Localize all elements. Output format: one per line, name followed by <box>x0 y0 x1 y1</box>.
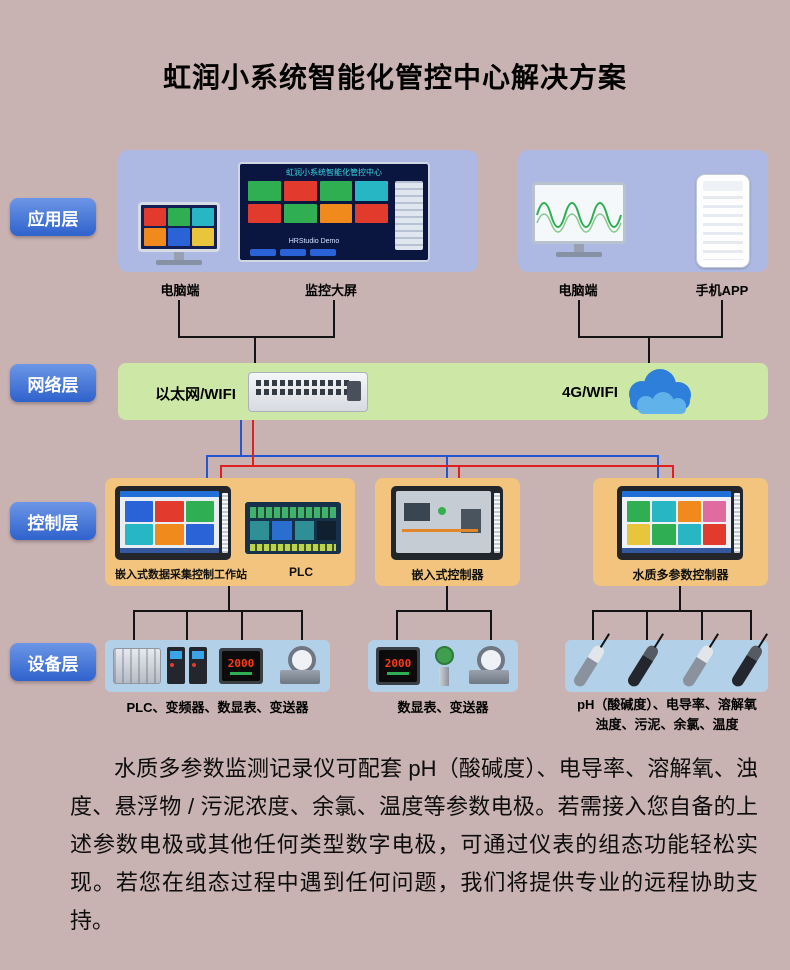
connector-line <box>396 610 492 612</box>
page-title: 虹润小系统智能化管控中心解决方案 <box>162 62 627 93</box>
device-box-plc-drives-meters: 2000 <box>105 640 330 692</box>
frequency-drives-icon <box>167 647 207 684</box>
connector-line <box>679 586 681 612</box>
caption-device-box3-line2: 浊度、污泥、余氯、温度 <box>595 717 739 732</box>
device-box-electrodes <box>565 640 768 692</box>
label-pc-right: 电脑端 <box>558 283 598 298</box>
transmitter-icon <box>466 646 512 686</box>
label-4g-wifi: 4G/WIFI <box>562 384 618 401</box>
connector-line <box>592 610 594 640</box>
description-paragraph: 水质多参数监测记录仪可配套 pH（酸碱度）、电导率、溶解氧、浊度、悬浮物 / 污… <box>70 756 758 933</box>
connector-line-blue <box>206 455 659 457</box>
label-water-quality-controller: 水质多参数控制器 <box>632 568 729 582</box>
electrode-probe-icon <box>625 643 661 689</box>
layer-label-device: 设备层 <box>10 643 96 681</box>
connector-line <box>241 610 243 640</box>
big-screen-title: 虹润小系统智能化管控中心 <box>286 168 382 177</box>
connector-line <box>578 300 580 336</box>
connector-line <box>721 300 723 336</box>
network-switch-icon <box>248 372 368 412</box>
water-quality-controller-icon <box>617 486 743 560</box>
layer-label-network: 网络层 <box>10 364 96 402</box>
connector-line <box>133 610 135 640</box>
label-embedded-controller: 嵌入式控制器 <box>411 568 484 582</box>
workstation-screen <box>120 491 219 553</box>
label-big-screen: 监控大屏 <box>304 283 357 298</box>
connector-line <box>178 336 335 338</box>
connector-line <box>490 610 492 640</box>
label-embedded-workstation: 嵌入式数据采集控制工作站 <box>115 569 247 581</box>
connector-line <box>701 610 703 640</box>
device-box-meter-transmitters: 2000 <box>368 640 518 692</box>
mobile-phone-icon <box>696 174 750 268</box>
connector-line <box>592 610 752 612</box>
caption-device-box3-line1: pH（酸碱度）、电导率、溶解氧 <box>577 697 757 712</box>
connector-line <box>648 336 650 363</box>
embedded-controller-screen <box>396 491 491 553</box>
transmitter-icon <box>277 646 323 686</box>
big-screen-subtitle: HRStudio Demo <box>288 238 340 245</box>
plc-device-icon <box>113 648 161 684</box>
connector-line-blue <box>206 455 208 478</box>
connector-line <box>178 300 180 336</box>
connector-line <box>396 610 398 640</box>
caption-device-box2: 数显表、变送器 <box>397 700 489 715</box>
cloud-icon <box>616 364 700 424</box>
connector-line <box>254 336 256 363</box>
control-box-embedded-controller: 嵌入式控制器 <box>375 478 520 586</box>
connector-line <box>646 610 648 640</box>
connector-line <box>301 610 303 640</box>
meter-display: 2000 <box>227 656 255 670</box>
connector-line-red <box>252 420 254 467</box>
connector-line-red <box>672 465 674 478</box>
embedded-controller-icon <box>391 486 503 560</box>
layer-label-control: 控制层 <box>10 502 96 540</box>
pc-waveform-monitor-icon <box>532 182 626 257</box>
electrode-probe-icon <box>571 643 607 689</box>
meter-display: 2000 <box>384 656 412 670</box>
connector-line <box>333 300 335 336</box>
control-box-water-quality-controller: 水质多参数控制器 <box>593 478 768 586</box>
electrode-probe-icon <box>729 643 765 689</box>
network-layer-band: 以太网/WIFI 4G/WIFI <box>118 363 768 420</box>
pc-monitor-icon <box>138 202 220 265</box>
pc-dashboard-screen <box>138 202 220 252</box>
connector-line <box>446 586 448 612</box>
connector-line <box>133 610 303 612</box>
embedded-workstation-icon <box>115 486 231 560</box>
layer-label-application: 应用层 <box>10 198 96 236</box>
digital-meter-icon: 2000 <box>219 648 263 684</box>
label-pc-left: 电脑端 <box>160 283 200 298</box>
big-screen-side-panel <box>395 181 423 250</box>
switch-ports <box>256 380 349 395</box>
electrode-probe-icon <box>680 643 716 689</box>
waveform-screen <box>532 182 626 244</box>
big-screen-tiles <box>248 181 388 223</box>
monitoring-big-screen: 虹润小系统智能化管控中心 HRStudio Demo <box>238 162 430 262</box>
connector-line-red <box>458 465 460 478</box>
connector-line <box>750 610 752 640</box>
label-plc: PLC <box>289 565 313 579</box>
app-layer-left-box: 虹润小系统智能化管控中心 HRStudio Demo <box>118 150 478 272</box>
app-layer-right-box <box>518 150 768 272</box>
caption-device-box1: PLC、变频器、数显表、变送器 <box>126 700 309 715</box>
connector-line <box>578 336 723 338</box>
control-box-workstation: 嵌入式数据采集控制工作站 PLC <box>105 478 355 586</box>
connector-line <box>186 610 188 640</box>
connector-line-red <box>220 465 222 478</box>
connector-line <box>228 586 230 612</box>
digital-meter-icon: 2000 <box>376 647 420 685</box>
label-ethernet-wifi: 以太网/WIFI <box>155 386 236 403</box>
connector-line-red <box>220 465 674 467</box>
water-quality-controller-screen <box>622 491 731 553</box>
plc-module-icon <box>245 502 341 554</box>
big-screen-bottom-bars <box>250 249 336 256</box>
transmitter-green-cap-icon <box>432 646 456 686</box>
connector-line-blue <box>240 420 242 457</box>
label-phone-app: 手机APP <box>695 283 749 298</box>
